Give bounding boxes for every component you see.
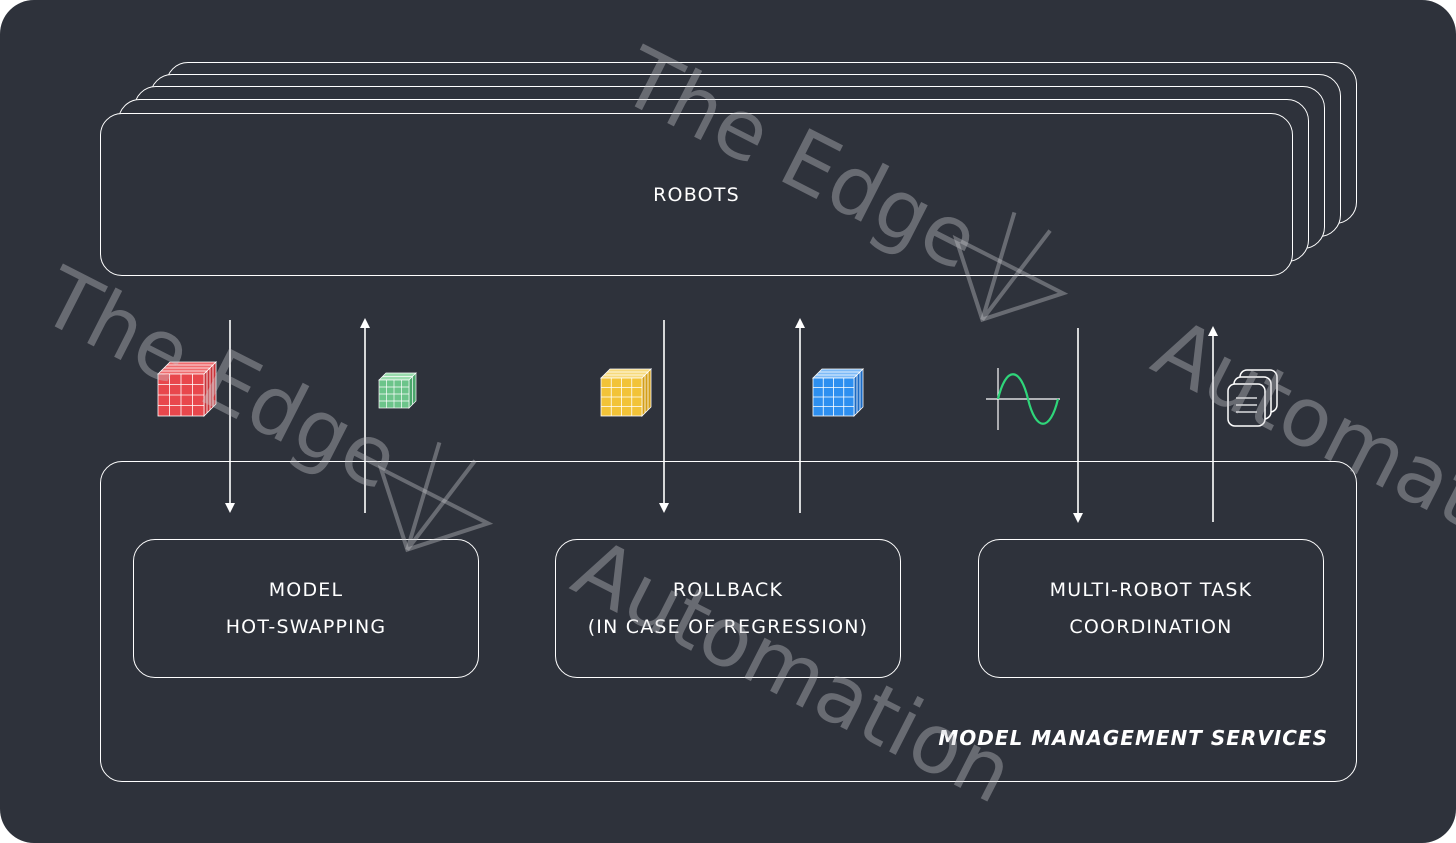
multi-robot-task-coordination-label: MULTI-ROBOT TASK COORDINATION [978,572,1324,646]
model-hot-swapping-line1: MODEL [268,579,344,601]
model-hot-swapping-box [133,539,479,678]
rollback-label: ROLLBACK (IN CASE OF REGRESSION) [555,572,901,646]
yellow-model-cube-icon [600,368,652,417]
model-management-services-caption: MODEL MANAGEMENT SERVICES [938,726,1328,750]
upload-arrow-3 [1208,326,1218,522]
rollback-line1: ROLLBACK [672,579,784,601]
model-hot-swapping-label: MODEL HOT-SWAPPING [133,572,479,646]
sine-wave-icon [986,368,1060,430]
download-arrow-3 [1073,328,1083,523]
upload-arrow-1 [360,318,370,513]
multi-robot-task-coordination-box [978,539,1324,678]
red-model-cube-icon [157,361,217,417]
model-hot-swapping-line2: HOT-SWAPPING [225,616,387,638]
rollback-box [555,539,901,678]
model-management-services-box [100,461,1357,782]
rollback-line2: (IN CASE OF REGRESSION) [587,616,869,638]
upload-arrow-2 [795,318,805,513]
green-model-cube-icon [378,372,417,409]
documents-stack-icon [1227,369,1278,427]
robots-box [100,113,1293,276]
multi-robot-task-coordination-line1: MULTI-ROBOT TASK [1049,579,1253,601]
blue-model-cube-icon [812,368,864,417]
download-arrow-1 [225,320,235,513]
multi-robot-task-coordination-line2: COORDINATION [1069,616,1233,638]
robots-label: ROBOTS [653,184,740,206]
download-arrow-2 [659,320,669,513]
